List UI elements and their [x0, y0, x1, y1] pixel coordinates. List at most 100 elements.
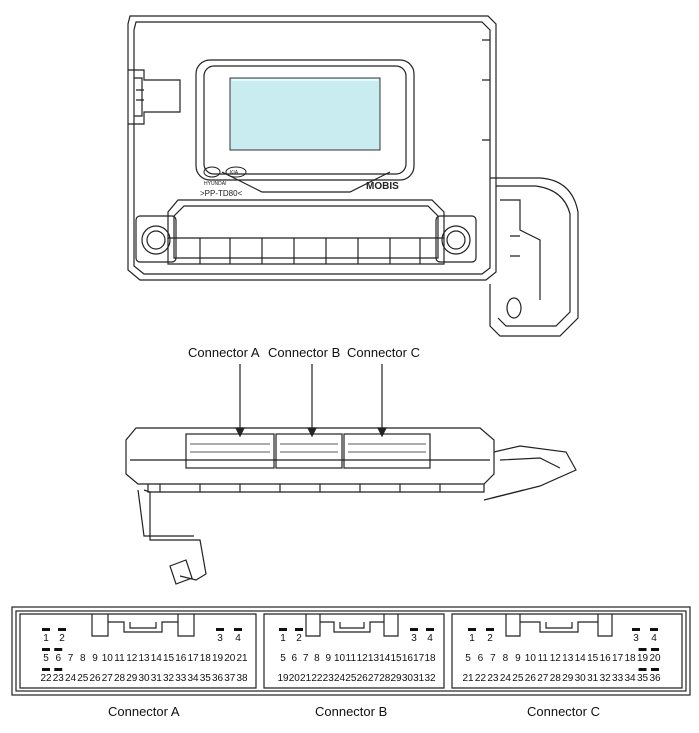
- connector-b-pin-number: 6: [292, 653, 298, 664]
- connector-c-pin-number: 23: [487, 673, 499, 684]
- connector-a-pin-number: 38: [236, 673, 248, 684]
- connector-b-pin-number: 23: [323, 673, 335, 684]
- connector-b-pin-number: 17: [413, 653, 425, 664]
- connector-b-pin-number: 11: [346, 653, 357, 664]
- connector-outlines: [11, 606, 691, 696]
- connector-a-pin-number: 28: [114, 673, 126, 684]
- connector-a-pin-number: 30: [138, 673, 150, 684]
- connector-c-pin-number: 31: [587, 673, 599, 684]
- hyundai-logo: [203, 166, 221, 178]
- connector-c-pin-number: 27: [537, 673, 549, 684]
- connector-b-pin-number: 1: [280, 633, 286, 644]
- label-connector-a: Connector A: [108, 704, 180, 719]
- connector-c-pin-number: 11: [538, 653, 549, 664]
- connector-a-pin-number: 18: [200, 653, 212, 664]
- connector-c-pin-number: 10: [525, 653, 537, 664]
- connector-b-pin-marker: [426, 628, 434, 631]
- connector-a-pin-number: 3: [217, 633, 223, 644]
- connector-a-pin-marker: [58, 628, 66, 631]
- connector-b-pin-number: 12: [357, 653, 369, 664]
- connector-b-pin-number: 18: [424, 653, 436, 664]
- connector-b-pin-number: 13: [368, 653, 380, 664]
- connector-b-pin-number: 20: [289, 673, 301, 684]
- connector-a-pin-number: 1: [43, 633, 49, 644]
- connector-c-pin-number: 35: [637, 673, 649, 684]
- connector-c-pin-number: 30: [575, 673, 587, 684]
- connector-c-pin-number: 24: [500, 673, 512, 684]
- connector-c-pin-marker: [632, 628, 640, 631]
- connector-b-pin-number: 22: [311, 673, 323, 684]
- connector-c-pin-number: 19: [637, 653, 649, 664]
- connector-c-pin-number: 1: [469, 633, 475, 644]
- module-top-view: [127, 15, 579, 337]
- connector-a-pin-number: 24: [65, 673, 77, 684]
- connector-b-pin-number: 2: [296, 633, 302, 644]
- connector-a-pin-number: 34: [187, 673, 199, 684]
- connector-a-pin-number: 10: [102, 653, 114, 664]
- part-code-text: >PP-TD80<: [200, 189, 243, 198]
- connector-c-pin-number: 12: [550, 653, 562, 664]
- connector-a-pin-number: 19: [212, 653, 224, 664]
- callout-leaders: [235, 364, 387, 438]
- callout-connector-b: Connector B: [268, 345, 341, 360]
- connector-c-pin-number: 29: [562, 673, 574, 684]
- connector-b-pin-number: 21: [300, 673, 312, 684]
- maker-text: MOBIS: [366, 181, 399, 192]
- brand-left-text: HYUNDAI: [204, 181, 227, 187]
- label-connector-b: Connector B: [315, 704, 388, 719]
- connector-b-pin-number: 31: [413, 673, 425, 684]
- connector-c-pin-number: 25: [512, 673, 524, 684]
- connector-c-pin-marker: [638, 648, 647, 651]
- connector-c-pin-marker: [651, 648, 659, 651]
- connector-c-pin-number: 26: [525, 673, 537, 684]
- connector-a-pin-marker: [42, 648, 50, 651]
- connector-c-pin-number: 33: [612, 673, 624, 684]
- connector-c-pin-number: 21: [462, 673, 474, 684]
- connector-a-pin-marker: [54, 668, 63, 671]
- connector-b-pin-number: 7: [303, 653, 309, 664]
- connector-a-pin-number: 31: [151, 673, 163, 684]
- connector-c-pin-number: 22: [475, 673, 487, 684]
- connector-a-pin-number: 20: [224, 653, 236, 664]
- connector-a-pin-number: 2: [59, 633, 65, 644]
- connector-c-pin-number: 2: [487, 633, 493, 644]
- connector-b-pin-number: 14: [379, 653, 391, 664]
- connector-c-pin-number: 32: [600, 673, 612, 684]
- connector-b-pin-number: 8: [314, 653, 320, 664]
- connector-a-pin-number: 22: [40, 673, 52, 684]
- connector-b-pin-number: 16: [402, 653, 414, 664]
- connector-c-pin-number: 20: [649, 653, 661, 664]
- brand-right-text: KIA: [230, 170, 239, 176]
- connector-b-pin-number: 30: [402, 673, 414, 684]
- connector-a-pin-number: 13: [138, 653, 150, 664]
- display-window: [229, 77, 381, 151]
- connector-a-pin-number: 32: [163, 673, 175, 684]
- connector-c-pin-number: 13: [562, 653, 574, 664]
- connector-b-pin-number: 3: [411, 633, 417, 644]
- connector-c-pin-number: 7: [490, 653, 496, 664]
- connector-a-pin-number: 15: [163, 653, 175, 664]
- connector-c-pin-marker: [651, 668, 659, 671]
- connector-a-pin-number: 16: [175, 653, 187, 664]
- connector-c-pin-number: 14: [575, 653, 587, 664]
- connector-b-pin-number: 27: [368, 673, 380, 684]
- connector-a-shell: [19, 613, 257, 689]
- connector-c-pin-number: 8: [503, 653, 509, 664]
- connector-a-pin-marker: [42, 628, 50, 631]
- connector-a-pin-marker: [234, 628, 242, 631]
- connector-b-pin-number: 9: [325, 653, 331, 664]
- connector-a-pin-number: 26: [89, 673, 101, 684]
- connector-a-pin-number: 37: [224, 673, 236, 684]
- connector-b-pin-number: 28: [379, 673, 391, 684]
- kia-logo: [225, 166, 247, 178]
- connector-a-pin-number: 4: [235, 633, 241, 644]
- connector-b-pin-number: 25: [345, 673, 357, 684]
- connector-c-pin-number: 6: [478, 653, 484, 664]
- connector-c-shell: [451, 613, 683, 689]
- connector-c-pin-number: 5: [465, 653, 471, 664]
- connector-b-pin-number: 26: [357, 673, 369, 684]
- connector-c-pin-marker: [486, 628, 494, 631]
